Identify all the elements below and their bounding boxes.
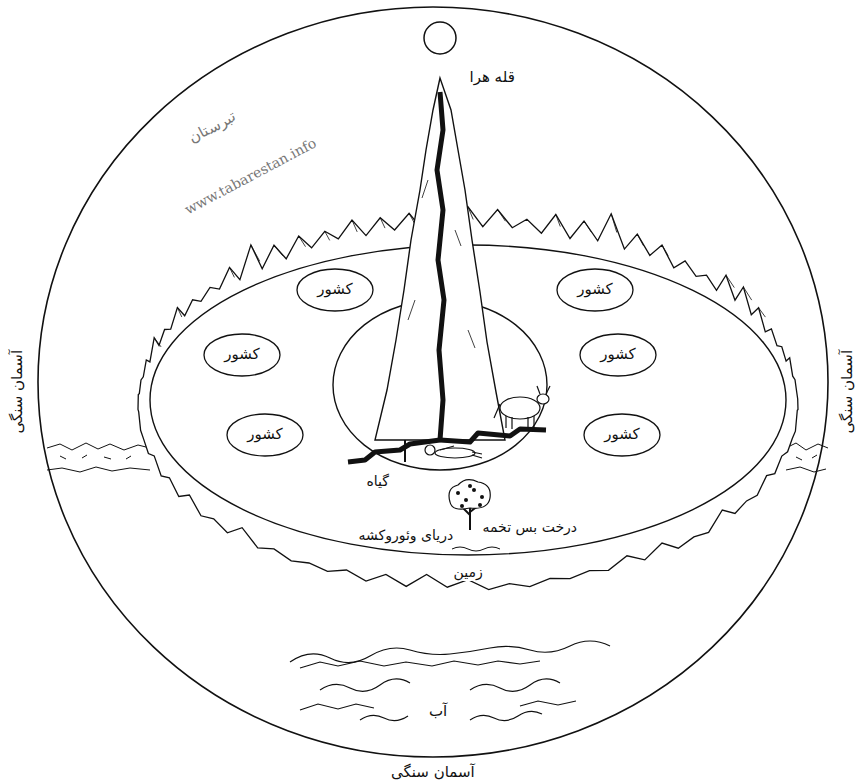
country-shape xyxy=(297,269,373,311)
stone-sky xyxy=(38,7,828,757)
wave xyxy=(300,701,576,721)
country-label: کشور xyxy=(317,280,353,300)
sea-rock xyxy=(796,455,817,460)
plant-label: گیاه xyxy=(364,472,393,490)
hara-peak xyxy=(375,78,505,440)
sea-rock xyxy=(60,455,131,459)
tree-canopy xyxy=(449,480,490,510)
sea-label: دریای وئوروکشه xyxy=(356,526,457,544)
wave xyxy=(320,679,560,691)
wave xyxy=(300,661,540,668)
country-label: کشور xyxy=(247,425,283,445)
tree-label: درخت بس تخمه xyxy=(480,518,581,536)
bull-legs xyxy=(494,386,550,429)
bull-head xyxy=(537,394,549,404)
moon xyxy=(424,22,456,54)
country-label: کشور xyxy=(600,345,636,365)
country-ellipse: کشور xyxy=(226,413,304,457)
sea-edge xyxy=(47,467,150,472)
country-shape xyxy=(227,414,303,456)
primal-man xyxy=(425,445,482,458)
water-waves xyxy=(290,641,610,721)
vourukasha-sea xyxy=(452,547,500,551)
country-label: کشور xyxy=(577,280,613,300)
wave xyxy=(290,641,610,663)
country-label: کشور xyxy=(604,425,640,445)
crack-trunk xyxy=(437,92,444,440)
sky-label: آسمان سنگی xyxy=(388,763,478,783)
earth-label: زمین xyxy=(451,563,486,581)
country-shape xyxy=(204,334,280,376)
peak-label: قله هرا xyxy=(467,68,518,88)
country-shape xyxy=(557,269,633,311)
country-ellipse: کشور xyxy=(203,333,281,377)
crack-branch xyxy=(440,429,546,442)
sky-label: آسمان سنگی xyxy=(838,347,858,437)
watermark: تبرستان xyxy=(182,106,241,150)
peak-crack xyxy=(348,92,546,462)
primal-bull xyxy=(494,386,550,429)
bull-body xyxy=(500,397,540,419)
country-ellipse: کشور xyxy=(556,268,634,312)
country-ellipse: کشور xyxy=(296,268,374,312)
man-limbs xyxy=(440,446,482,458)
sea-edge xyxy=(786,443,828,450)
water-label: آب xyxy=(426,702,450,722)
sea-edge xyxy=(47,443,150,450)
country-shape xyxy=(580,334,656,376)
country-shape xyxy=(584,414,660,456)
primal-plant xyxy=(404,440,406,462)
country-ellipse: کشور xyxy=(583,413,661,457)
country-ellipse: کشور xyxy=(579,333,657,377)
man-head xyxy=(425,445,435,455)
sky-label: آسمان سنگی xyxy=(8,347,28,437)
crack-branch xyxy=(348,440,440,462)
country-label: کشور xyxy=(224,345,260,365)
tree-seeds xyxy=(456,484,484,508)
sea-edge xyxy=(786,467,826,472)
